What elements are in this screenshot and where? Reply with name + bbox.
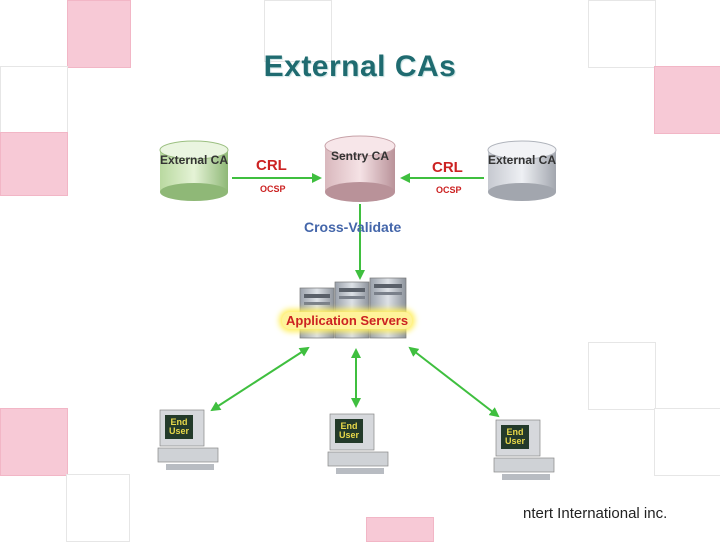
deco-tile [0,66,68,134]
server-to-user-left-arrow [210,346,310,412]
footer-company: ntert International inc. [523,505,668,522]
deco-tile [654,66,720,134]
crl-left-label: CRL [256,157,287,174]
deco-tile [0,408,68,476]
deco-tile [67,0,131,68]
external-ca-right-cylinder [487,140,557,201]
deco-tile [0,132,68,196]
end-user-computer-left [157,409,219,470]
ocsp-left-label: OCSP [260,184,286,194]
end-user-center-label: End User [338,421,359,440]
slide-title: External CAs [263,50,457,83]
cross-validate-label: Cross-Validate [304,219,402,235]
ca-diagram: External CA Sentry CA External CA CRL OC… [130,128,585,503]
sentry-ca-cylinder [324,135,396,202]
deco-tile [654,408,720,476]
end-user-computer-right [493,419,555,480]
deco-tile [588,0,656,68]
application-servers-label: Application Servers [282,312,413,329]
deco-tile [264,0,332,62]
deco-tile [366,517,434,542]
end-user-right-label: End User [504,427,525,446]
application-servers-icon [299,277,407,339]
server-to-user-right-arrow [408,346,500,418]
deco-tile [66,474,130,542]
crl-right-label: CRL [432,159,463,176]
end-user-left-label: End User [168,417,189,436]
external-ca-left-label: External CA [159,153,229,167]
external-ca-right-label: External CA [487,153,557,167]
end-user-computer-center [327,413,389,474]
sentry-ca-label: Sentry CA [330,149,389,163]
external-ca-left-cylinder [159,140,229,201]
deco-tile [588,342,656,410]
ocsp-right-label: OCSP [436,185,462,195]
